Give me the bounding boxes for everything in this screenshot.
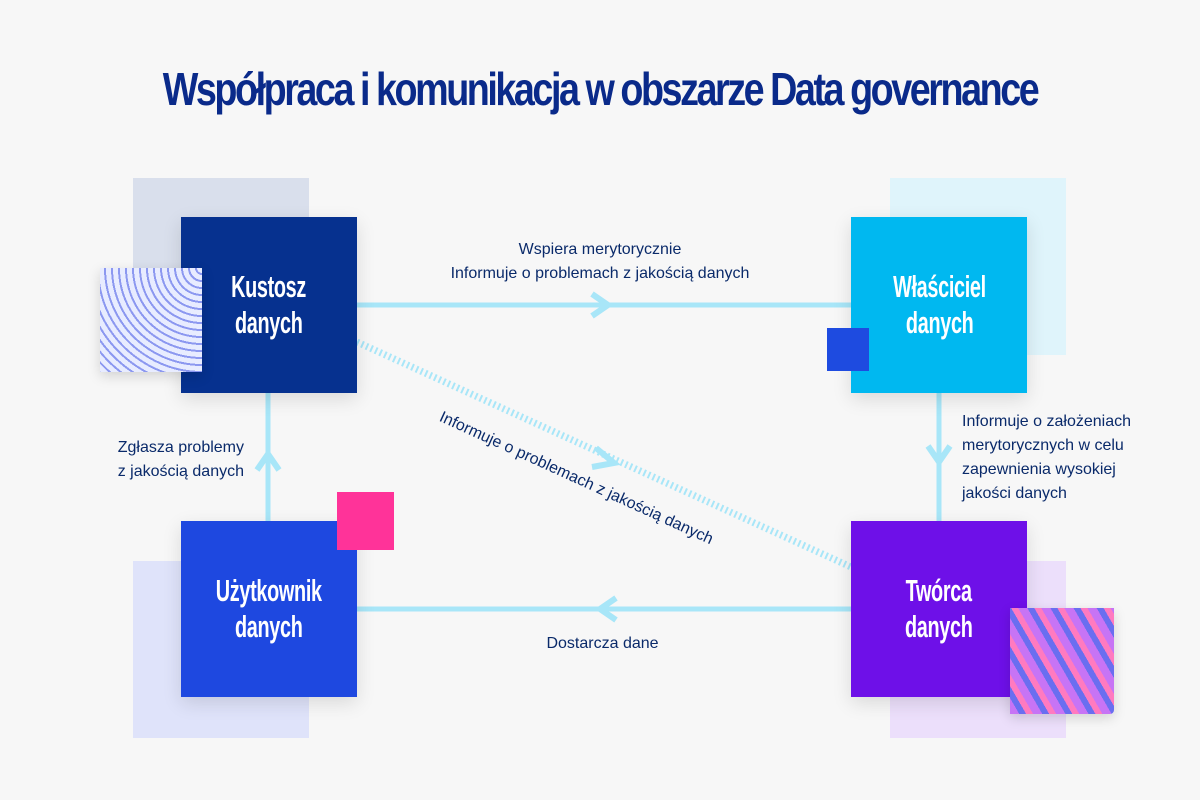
arrow-down-icon [925,444,953,468]
page-title: Współpraca i komunikacja w obszarze Data… [162,63,1040,115]
decorative-square-pink [337,492,394,550]
arrow-right-icon [590,291,614,319]
arrow-left-icon [594,595,618,623]
decorative-image-lines [100,268,202,372]
decorative-square-blue [827,328,869,371]
arrow-up-icon [254,448,282,472]
arrow-diagonal-icon [591,445,621,470]
decorative-image-ribbon [1010,608,1114,714]
edge-bottom-label: Dostarcza dane [546,635,659,652]
